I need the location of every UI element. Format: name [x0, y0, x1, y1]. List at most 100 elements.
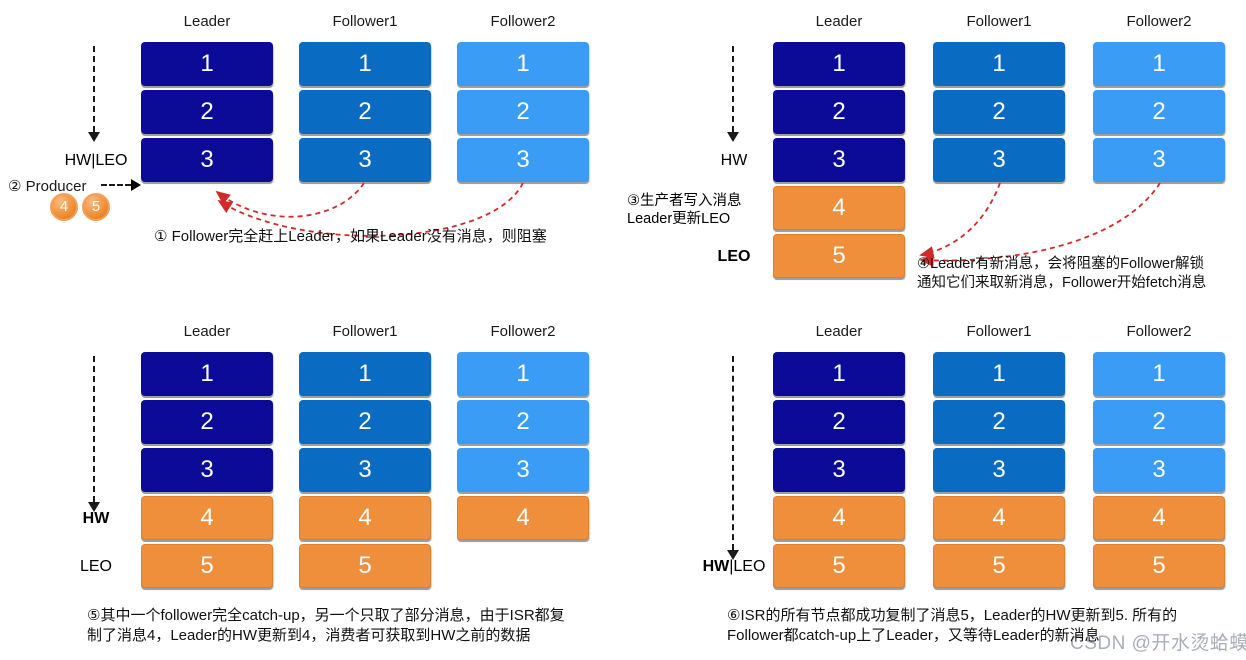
caption-line: ① Follower完全赶上Leader，如果Leader没有消息，则阻塞 [154, 228, 547, 245]
column-header: Follower2 [490, 323, 556, 340]
log-block: 4 [299, 496, 431, 540]
offset-pointer-arrow [727, 356, 739, 560]
log-block: 2 [1093, 400, 1225, 444]
fetch-arrow-path [919, 182, 1161, 267]
caption-line: Follower都catch-up上了Leader，又等待Leader的新消息 [727, 626, 1100, 644]
log-block: 1 [457, 352, 589, 396]
log-block: 2 [457, 400, 589, 444]
log-block: 2 [773, 400, 905, 444]
log-block: 4 [141, 496, 273, 540]
log-block: 2 [1093, 90, 1225, 134]
log-block: 1 [773, 42, 905, 86]
note-line: Leader更新LEO [627, 210, 731, 227]
column-header: Follower1 [966, 13, 1032, 30]
log-block: 1 [933, 352, 1065, 396]
log-block: 2 [933, 90, 1065, 134]
log-block: 1 [457, 42, 589, 86]
log-block: 3 [933, 138, 1065, 182]
column-header: Leader [183, 13, 231, 30]
offset-marker: HW|LEO [702, 558, 766, 575]
column-header: Follower1 [332, 13, 398, 30]
log-block: 2 [299, 90, 431, 134]
caption-line: 制了消息4，Leader的HW更新到4，消费者可获取到HW之前的数据 [87, 626, 531, 644]
column-header: Leader [815, 13, 863, 30]
offset-pointer-arrow [727, 46, 739, 142]
log-block: 1 [141, 42, 273, 86]
offset-pointer-arrow [88, 356, 100, 512]
log-block: 1 [773, 352, 905, 396]
column-header: Leader [183, 323, 231, 340]
log-block: 1 [141, 352, 273, 396]
column-header: Follower2 [490, 13, 556, 30]
offset-marker-bold: HW [82, 510, 110, 527]
log-block: 4 [933, 496, 1065, 540]
log-block: 3 [933, 448, 1065, 492]
caption-line: 通知它们来取新消息，Follower开始fetch消息 [917, 274, 1207, 291]
log-block: 1 [299, 352, 431, 396]
column-header: Follower1 [332, 323, 398, 340]
caption-line: ④Leader有新消息，会将阻塞的Follower解锁 [917, 256, 1204, 272]
offset-marker: LEO [679, 248, 789, 266]
pending-message-badge: 4 [50, 193, 78, 221]
log-block: 4 [773, 186, 905, 230]
log-block: 2 [299, 400, 431, 444]
log-block: 3 [457, 448, 589, 492]
log-block: 5 [299, 544, 431, 588]
pending-message-badge: 5 [82, 193, 110, 221]
log-block: 3 [1093, 448, 1225, 492]
log-block: 5 [141, 544, 273, 588]
note-line: ③生产者写入消息 [627, 193, 742, 209]
offset-marker: LEO [79, 558, 112, 575]
log-block: 4 [1093, 496, 1225, 540]
log-block: 4 [773, 496, 905, 540]
step-caption: ⑤其中一个follower完全catch-up，另一个只取了部分消息，由于ISR… [87, 606, 565, 645]
offset-marker: HW [41, 510, 151, 528]
offset-marker: HW|LEO [64, 152, 128, 169]
log-block: 3 [773, 138, 905, 182]
log-block: 5 [933, 544, 1065, 588]
log-block: 4 [457, 496, 589, 540]
offset-marker-bold: LEO [717, 248, 751, 265]
column-header: Follower2 [1126, 13, 1192, 30]
log-block: 2 [141, 90, 273, 134]
offset-marker: HW [720, 152, 748, 169]
producer-label: ② Producer [8, 178, 87, 195]
log-block: 3 [299, 448, 431, 492]
log-block: 5 [773, 544, 905, 588]
offset-pointer-arrow [88, 46, 100, 142]
offset-marker-bold: HW [702, 558, 730, 575]
log-block: 1 [1093, 352, 1225, 396]
log-block: 1 [1093, 42, 1225, 86]
column-header: Follower2 [1126, 323, 1192, 340]
column-header: Follower1 [966, 323, 1032, 340]
fetch-arrow-path [215, 182, 365, 218]
step-caption: ④Leader有新消息，会将阻塞的Follower解锁通知它们来取新消息，Fol… [917, 255, 1206, 292]
log-block: 3 [1093, 138, 1225, 182]
